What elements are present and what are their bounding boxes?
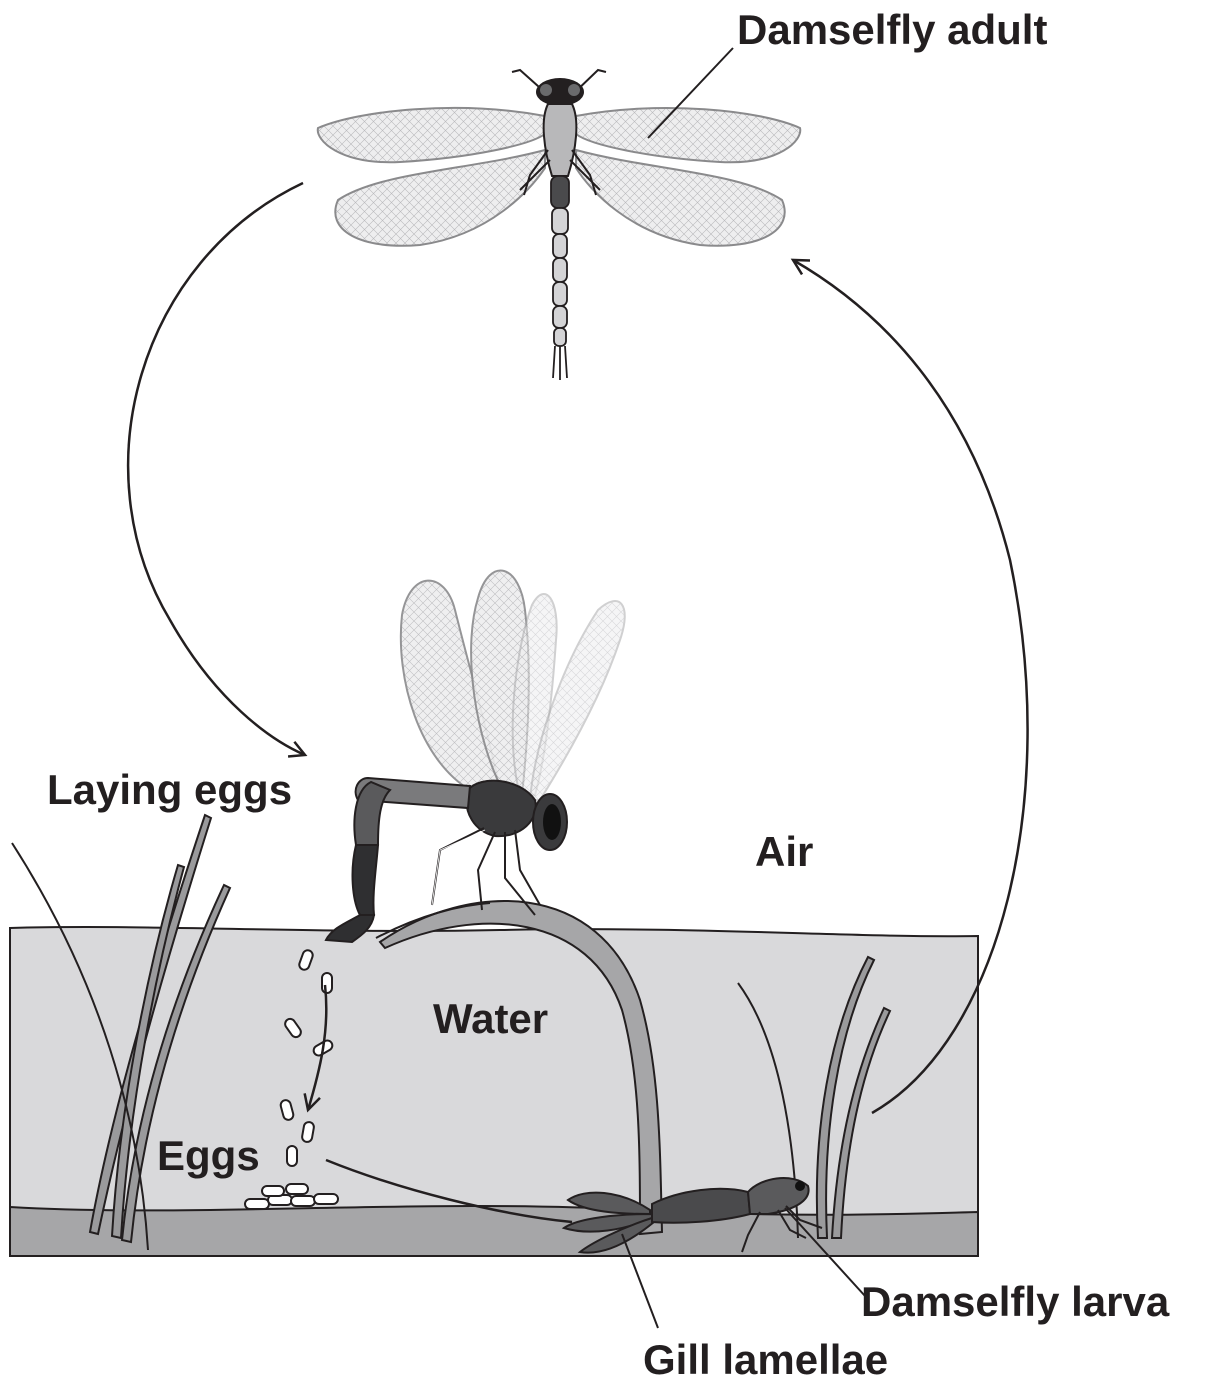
adult-abdomen-icon bbox=[551, 176, 569, 380]
adult-thorax-icon bbox=[544, 104, 577, 176]
label-laying-eggs: Laying eggs bbox=[47, 766, 292, 813]
egg bbox=[245, 1199, 269, 1209]
label-water: Water bbox=[433, 995, 548, 1042]
label-damselfly-adult: Damselfly adult bbox=[737, 6, 1047, 53]
label-eggs: Eggs bbox=[157, 1132, 260, 1179]
adult-hindwing-right-icon bbox=[576, 150, 785, 246]
larva-eye-icon bbox=[795, 1181, 805, 1191]
adult-hindwing-left-icon bbox=[335, 150, 545, 246]
egg bbox=[314, 1194, 338, 1204]
arrow-adult-to-laying bbox=[128, 183, 305, 755]
adult-forewing-right-icon bbox=[576, 108, 800, 162]
label-damselfly-larva: Damselfly larva bbox=[861, 1278, 1170, 1325]
egg-laying-damselfly-illustration bbox=[326, 570, 625, 942]
egg bbox=[286, 1184, 308, 1194]
egg bbox=[262, 1186, 284, 1196]
label-air: Air bbox=[755, 828, 813, 875]
egg bbox=[322, 973, 332, 993]
egg bbox=[291, 1196, 315, 1206]
adult-damselfly-illustration bbox=[318, 70, 800, 380]
label-gill-lamellae: Gill lamellae bbox=[643, 1336, 888, 1383]
egg bbox=[287, 1146, 297, 1166]
adult-forewing-left-icon bbox=[318, 108, 545, 162]
